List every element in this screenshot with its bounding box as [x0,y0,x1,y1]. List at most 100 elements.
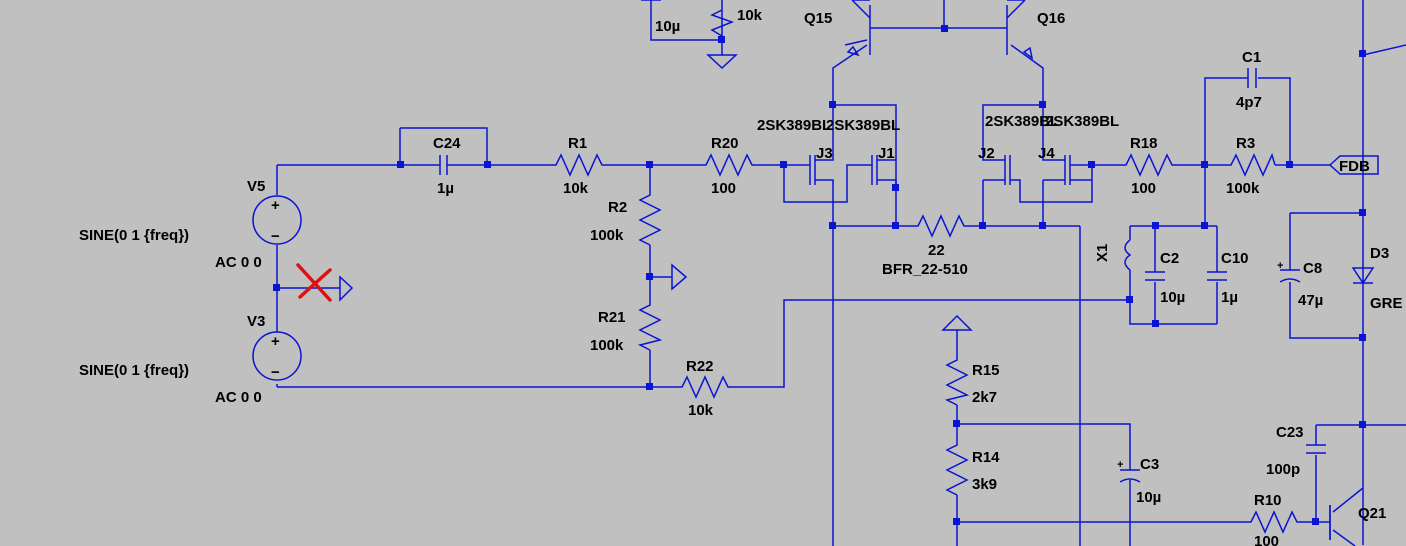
label-j4-ref: J4 [1038,145,1055,162]
voltage-sources [252,195,302,381]
label-v5-ref: V5 [247,178,265,195]
label-r3-ref: R3 [1236,135,1255,152]
label-v5-sine: SINE(0 1 {freq}) [79,227,189,244]
label-d3-ref: D3 [1370,245,1389,262]
label-top-cap-value: 10µ [655,18,680,35]
resistor-r15 [944,355,970,406]
label-c2-ref: C2 [1160,250,1179,267]
label-c8-ref: C8 [1303,260,1322,277]
ground-triangle-icon [339,275,354,302]
label-j2-ref: J2 [978,145,995,162]
label-r21-ref: R21 [598,309,626,326]
resistor-r21 [637,300,663,351]
label-r2-value: 100k [590,227,624,244]
label-c8-value: 47µ [1298,292,1323,309]
wires-input [276,127,1130,388]
resistor-r3 [1225,152,1276,177]
capacitor-c8 [1279,269,1301,283]
capacitors [400,0,1326,483]
v5-minus: − [271,228,280,245]
label-x1-ref: X1 [1094,244,1111,262]
label-c2-value: 10µ [1160,289,1185,306]
label-j4-model: 2SK389BL [1045,113,1119,130]
label-d3-value: GRE [1370,295,1403,312]
label-c23-value: 100p [1266,461,1300,478]
label-r2-ref: R2 [608,199,627,216]
resistor-r2 [638,190,662,246]
label-c10-value: 1µ [1221,289,1238,306]
label-r22ohm-ref: 22 [928,242,945,259]
ground-triangle-icon [941,314,973,331]
capacitor-c24 [400,155,487,175]
ground-triangle-icon [706,54,738,70]
label-r18-ref: R18 [1130,135,1158,152]
junction-dots [273,25,1366,525]
x1-symbol [1124,239,1132,271]
label-r1-value: 10k [563,180,589,197]
capacitor-c1 [1247,68,1257,88]
label-r21-value: 100k [590,337,624,354]
label-c1-ref: C1 [1242,49,1261,66]
label-v3-sine: SINE(0 1 {freq}) [79,362,189,379]
diode-d3 [1351,267,1375,285]
red-x-annotation-icon [296,263,332,302]
labels: C24 1µ R1 10k R20 100 R2 100k R21 100k R… [79,7,1403,546]
label-v5-ac: AC 0 0 [215,254,262,271]
label-r10-ref: R10 [1254,492,1282,509]
label-r1-ref: R1 [568,135,587,152]
label-r15-ref: R15 [972,362,1000,379]
transistor-q16 [1006,0,1026,19]
label-c10-ref: C10 [1221,250,1249,267]
capacitor-c3 [1119,469,1141,483]
resistor-r10 [1245,510,1300,534]
resistor-r1 [550,153,604,177]
label-c24-ref: C24 [433,135,461,152]
capacitor-c23 [1306,444,1326,454]
label-c3-value: 10µ [1136,489,1161,506]
transistor-q15 [844,0,871,46]
v3-minus: − [271,364,280,381]
label-r22-ref: R22 [686,358,714,375]
v3-plus: + [271,333,280,350]
label-r18-value: 100 [1131,180,1156,197]
transistors [844,0,1331,540]
label-r3-value: 100k [1226,180,1260,197]
c3-polarity: + [1117,459,1123,471]
resistors [550,9,1300,534]
label-top-res-value: 10k [737,7,763,24]
label-r10-value: 100 [1254,533,1279,546]
source-v3 [252,331,302,381]
label-j3-model: 2SK389BL [757,117,831,134]
capacitor-c2 [1145,271,1165,281]
v5-plus: + [271,197,280,214]
label-r22-value: 10k [688,402,714,419]
net-port-icon [1328,155,1379,175]
resistor-22 [912,214,966,238]
capacitor-c10 [1207,271,1227,281]
ground-triangle-icon [671,263,688,291]
label-c1-value: 4p7 [1236,94,1262,111]
label-q15-ref: Q15 [804,10,832,27]
net-label-fdb: FDB [1339,158,1370,175]
label-c24-value: 1µ [437,180,454,197]
resistor-r14 [945,440,969,496]
label-r14-ref: R14 [972,449,1000,466]
ground-symbols [339,54,973,331]
resistor-r20 [700,153,756,177]
c8-polarity: + [1277,260,1283,272]
label-j1-ref: J1 [878,145,895,162]
label-v3-ref: V3 [247,313,265,330]
resistor-r22 [676,375,730,399]
label-r20-ref: R20 [711,135,739,152]
wires-main [650,0,1406,546]
label-r20-value: 100 [711,180,736,197]
label-q16-ref: Q16 [1037,10,1065,27]
label-v3-ac: AC 0 0 [215,389,262,406]
label-bfr-value: BFR_22-510 [882,261,968,278]
label-c3-ref: C3 [1140,456,1159,473]
label-q21-ref: Q21 [1358,505,1386,522]
source-v5 [252,195,302,245]
label-c23-ref: C23 [1276,424,1304,441]
